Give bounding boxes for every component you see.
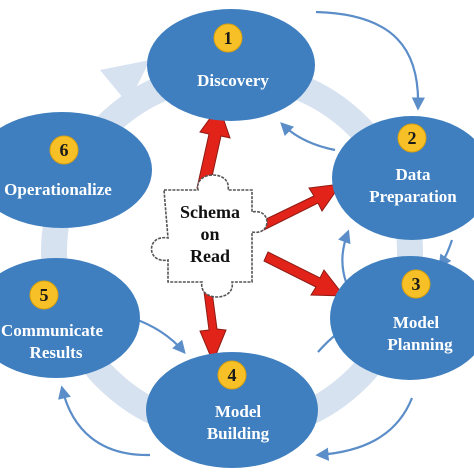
center-puzzle: Schema on Read: [150, 174, 268, 298]
arrow-3-to-2: [338, 229, 351, 283]
phase-1-badge: [213, 23, 243, 53]
phase-5-number: 5: [40, 285, 49, 305]
phase-3-ellipse: [330, 256, 474, 380]
red-arrow-to-data-preparation: [259, 183, 343, 231]
phase-6-number: 6: [60, 140, 69, 160]
phase-3-number: 3: [412, 274, 421, 294]
arrow-5-to-4: [131, 316, 186, 355]
cycle-ring-arrowhead: [100, 60, 150, 104]
phase-4-label-line-2: Building: [207, 424, 270, 443]
phase-4-number: 4: [228, 365, 237, 385]
phase-communicate-results: 5 Communicate Results: [0, 258, 140, 378]
phase-1-label: Discovery: [197, 71, 269, 90]
phase-3-label-line-2: Planning: [387, 335, 453, 354]
phase-2-label-line-2: Preparation: [369, 187, 457, 206]
arrow-3-to-4: [315, 397, 414, 461]
center-label-line-3: Read: [190, 246, 230, 266]
phase-2-badge: [397, 123, 427, 153]
phase-6-ellipse: [0, 112, 152, 228]
phase-3-label-line-1: Model: [393, 313, 440, 332]
phase-4-badge: [217, 360, 247, 390]
puzzle-piece-icon: [150, 174, 268, 298]
phase-1-number: 1: [224, 28, 233, 48]
center-label-line-1: Schema: [180, 202, 240, 222]
phase-data-preparation: 2 Data Preparation: [332, 116, 474, 240]
phase-5-label-line-2: Results: [30, 343, 83, 362]
arrow-1-to-2: [315, 10, 425, 111]
arrow-2-to-1: [280, 122, 336, 152]
center-label-line-2: on: [200, 224, 219, 244]
phase-model-planning: 3 Model Planning: [330, 256, 474, 380]
phase-2-label-line-1: Data: [396, 165, 431, 184]
red-arrow-to-model-planning: [263, 251, 346, 297]
phase-5-badge: [29, 280, 59, 310]
phase-4-label-line-1: Model: [215, 402, 262, 421]
phase-discovery: 1 Discovery: [147, 9, 315, 121]
phase-4-ellipse: [146, 352, 318, 468]
phase-1-ellipse: [147, 9, 315, 121]
phase-6-badge: [49, 135, 79, 165]
phase-5-label-line-1: Communicate: [1, 321, 103, 340]
phase-model-building: 4 Model Building: [146, 352, 318, 468]
phase-3-badge: [401, 269, 431, 299]
phase-operationalize: 6 Operationalize: [0, 112, 152, 228]
phase-2-ellipse: [332, 116, 474, 240]
arrow-4-to-5: [58, 385, 151, 457]
phase-2-number: 2: [408, 128, 417, 148]
phase-6-label: Operationalize: [4, 180, 112, 199]
